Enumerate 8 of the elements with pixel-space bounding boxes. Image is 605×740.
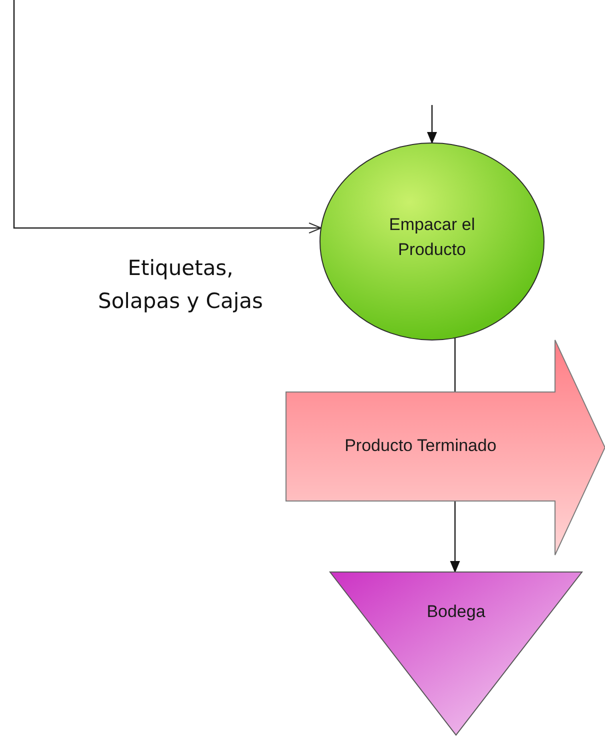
node-label: Producto Terminado: [344, 435, 498, 458]
arrow: [427, 105, 437, 144]
node-label: Empacar el Producto: [388, 214, 476, 261]
connector-line: [454, 338, 456, 392]
arrow: [13, 0, 322, 234]
node-label: Bodega: [426, 600, 486, 623]
arrow: [450, 501, 460, 573]
edge-label: Etiquetas, Solapas y Cajas: [97, 255, 264, 315]
